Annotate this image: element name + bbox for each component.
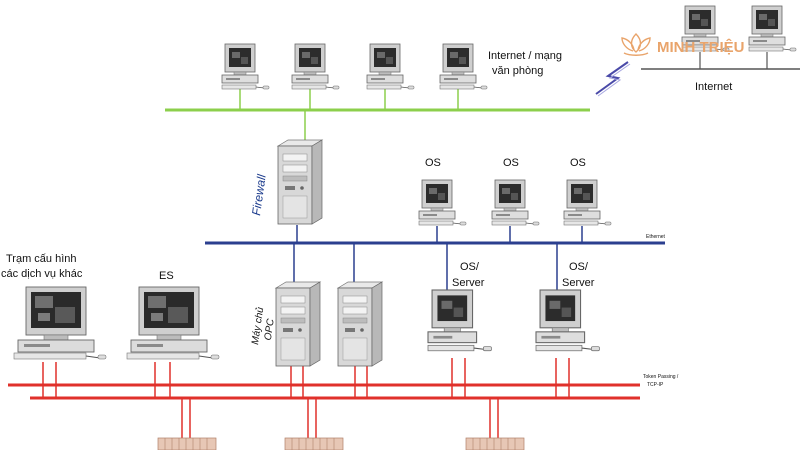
ethernet-bus-drops [293,225,583,295]
os-pc-1 [418,179,467,226]
os-server-label-2: OS/ Server [562,261,595,289]
os-label-2: OS [503,157,519,169]
internet-bus-drops [699,52,768,69]
field-rack-2 [284,437,344,451]
minh-trieu-logo: MINH TRIỆU [621,33,745,56]
os-server-label-1-line1: OS/ [460,261,480,273]
config-station-label-line2: các dịch vụ khác [1,268,83,280]
control-bus-drops [42,358,570,440]
config-station-label: Trạm cấu hình các dịch vụ khác [1,253,83,280]
internet-office-label-line1: Internet / mạng [488,50,562,62]
office-bus-drops [239,88,459,140]
office-pc-3 [366,43,415,90]
wireless-link-icon [595,61,629,95]
logo-text: MINH TRIỆU [657,38,745,56]
internet-pc-2 [748,5,797,52]
os-label-3: OS [570,157,586,169]
office-pc-4 [439,43,488,90]
office-pc-1 [221,43,270,90]
token-passing-label-line2: TCP-IP [647,382,664,388]
opc-server-1 [275,281,321,367]
os-server-pc-2 [535,289,601,352]
token-passing-label: Token Passing / TCP-IP [643,374,680,388]
opc-server-label: Máy chủ OPC [249,304,278,348]
es-label: ES [159,270,174,282]
internet-label: Internet [695,81,732,93]
opc-server-2 [337,281,383,367]
os-server-label-2-line2: Server [562,277,595,289]
internet-office-label-line2: văn phòng [492,65,543,77]
os-server-label-1: OS/ Server [452,261,485,289]
opc-server-label-line1: Máy chủ [249,306,266,346]
firewall-label: Firewall [249,173,269,216]
opc-server-label-line2: OPC [263,317,277,341]
config-station-workstation [13,286,107,360]
es-workstation [126,286,220,360]
os-server-pc-1 [427,289,493,352]
field-rack-1 [157,437,217,451]
lotus-icon [621,33,651,56]
field-rack-3 [465,437,525,451]
internet-office-label: Internet / mạng văn phòng [488,50,565,77]
token-passing-label-line1: Token Passing / [643,374,679,380]
office-pc-2 [291,43,340,90]
ethernet-label: Ethernet [646,234,666,240]
os-server-label-2-line1: OS/ [569,261,589,273]
config-station-label-line1: Trạm cấu hình [6,253,77,265]
os-pc-2 [491,179,540,226]
firewall-server [277,139,323,225]
os-label-1: OS [425,157,441,169]
os-pc-3 [563,179,612,226]
os-server-label-1-line2: Server [452,277,485,289]
